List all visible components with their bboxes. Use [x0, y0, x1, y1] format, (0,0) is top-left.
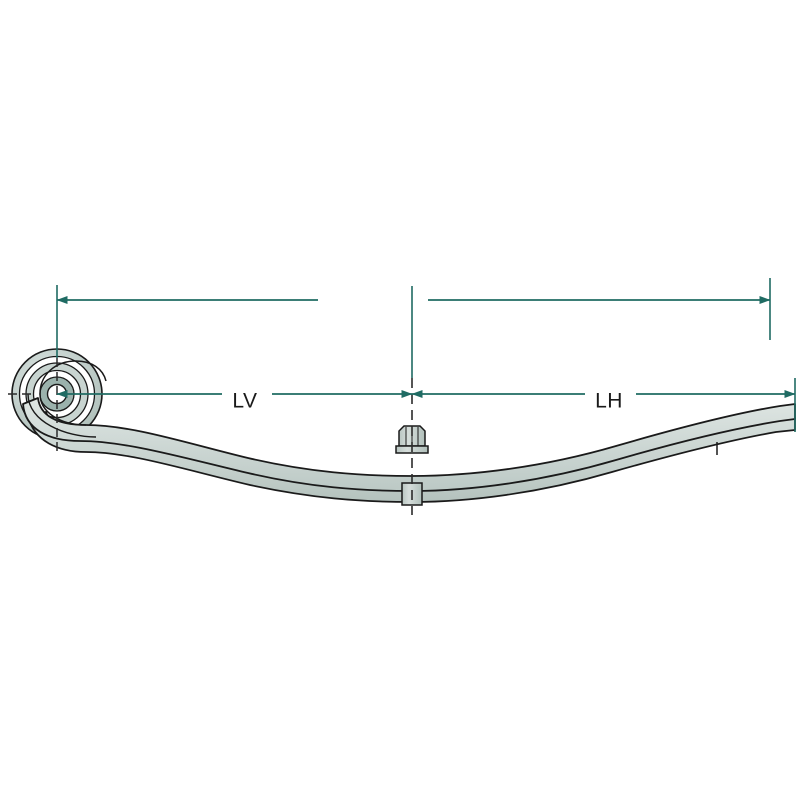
spring-assembly — [11, 348, 796, 506]
centerlines — [8, 278, 796, 515]
eye-wrap-tail — [39, 360, 107, 426]
lh-label: LH — [595, 390, 623, 413]
lv-label: LV — [232, 390, 257, 413]
dimension-lines: LV LH — [56, 296, 796, 413]
eye-wrap-tail-lower — [27, 393, 97, 438]
